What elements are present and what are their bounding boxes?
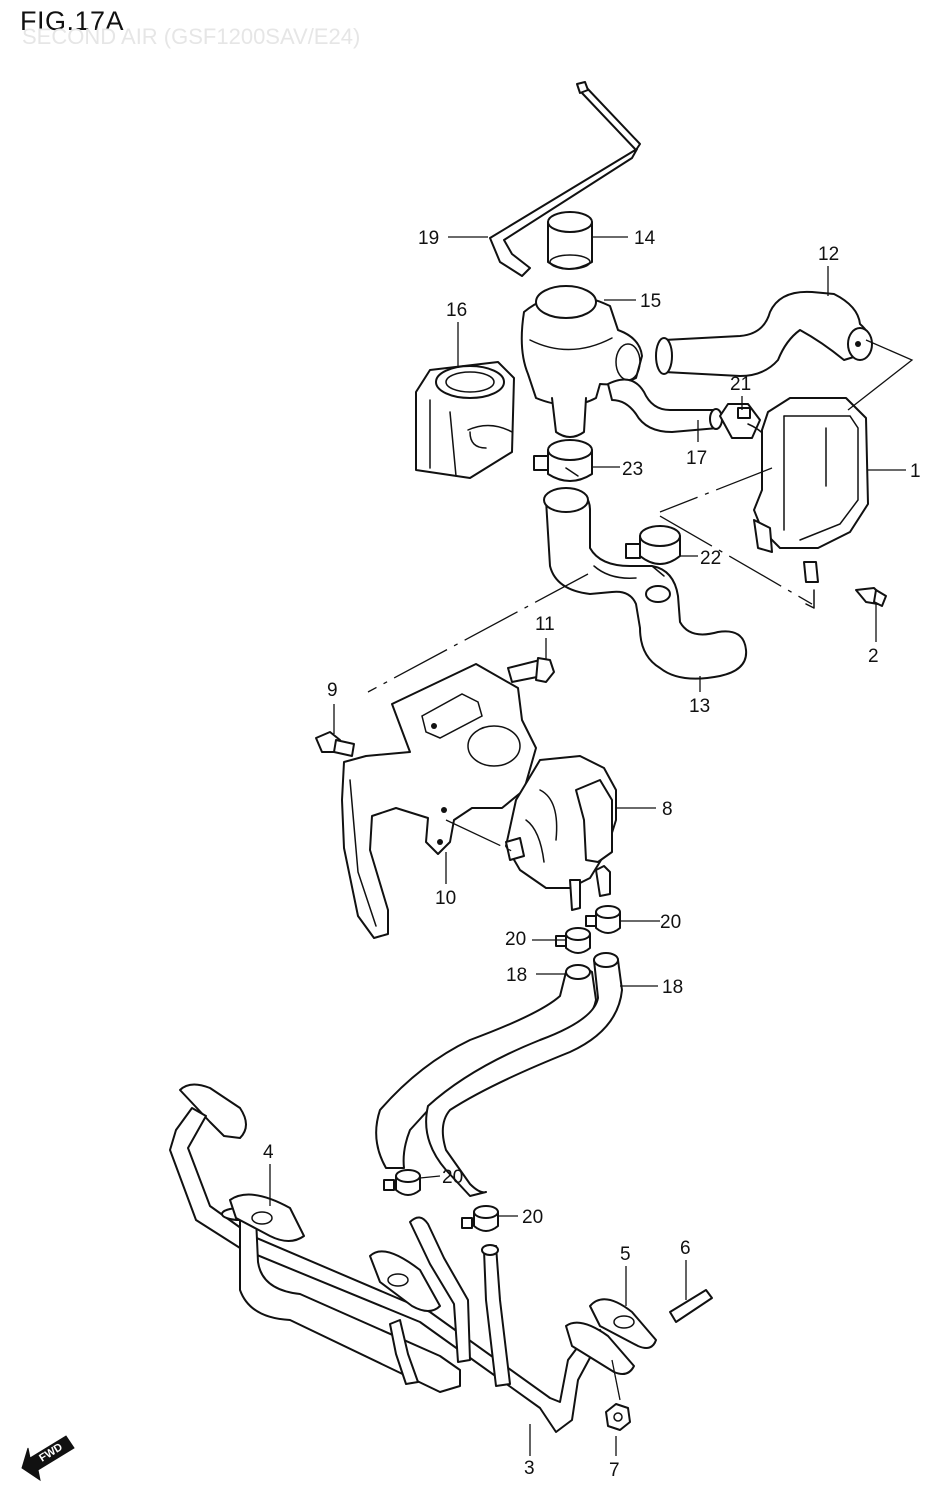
part-23-clamp (533, 439, 593, 482)
part-8-valve (505, 755, 617, 911)
part-15-valve (520, 285, 643, 438)
callout-17: 17 (686, 448, 707, 469)
callout-1: 1 (910, 461, 921, 482)
part-13-hose (543, 487, 748, 680)
part-2-bolt (855, 587, 887, 607)
part-9-bolt (315, 731, 355, 757)
callout-18-right: 18 (662, 977, 683, 998)
callout-12: 12 (818, 244, 839, 265)
part-18-hose-right (425, 952, 623, 1197)
part-7-nut (605, 1403, 631, 1431)
callout-7: 7 (609, 1460, 620, 1481)
callout-14: 14 (634, 228, 656, 249)
part-20-clamp-lower-right (461, 1205, 499, 1232)
part-12-hose (655, 290, 873, 377)
callout-8: 8 (662, 799, 673, 820)
part-10-bracket (341, 663, 537, 939)
callout-20-lower-right: 20 (522, 1207, 543, 1228)
callout-13: 13 (689, 696, 710, 717)
fwd-direction-badge: FWD (21, 1435, 75, 1482)
assembly-lines (367, 467, 815, 1401)
part-20-clamp-lower-left (383, 1169, 421, 1196)
part-19-hose (489, 81, 641, 277)
figure-title: FIG.17A (20, 6, 125, 36)
callout-16: 16 (446, 300, 467, 321)
part-11-bolt (507, 657, 555, 683)
part-20-clamp-upper-right (585, 905, 621, 934)
callout-11: 11 (535, 614, 555, 635)
callout-21: 21 (730, 374, 751, 395)
part-16-holder (415, 361, 515, 479)
callout-4: 4 (263, 1142, 274, 1163)
figure-subtitle: SECOND AIR (GSF1200SAV/E24) (22, 24, 361, 49)
part-14-cap (547, 211, 593, 270)
callout-18-left: 18 (506, 965, 527, 986)
callout-19: 19 (418, 228, 439, 249)
part-5-gasket (565, 1298, 657, 1375)
callout-22: 22 (700, 548, 721, 569)
part-1-cover (753, 397, 869, 583)
part-21-clamp (719, 403, 769, 441)
callout-20-upper-right: 20 (660, 912, 681, 933)
callout-15: 15 (640, 291, 661, 312)
callout-10: 10 (435, 888, 456, 909)
callout-labels: 1 2 3 4 5 6 7 8 9 10 11 12 13 14 15 16 1… (263, 228, 921, 1481)
callout-20-upper-left: 20 (505, 929, 526, 950)
leader-lines (269, 236, 914, 1456)
callout-5: 5 (620, 1244, 631, 1265)
part-22-clamp (625, 525, 681, 577)
callout-23: 23 (622, 459, 643, 480)
callout-9: 9 (327, 680, 338, 701)
callout-20-lower-left: 20 (442, 1167, 463, 1188)
part-17-hose (607, 378, 723, 433)
callout-6: 6 (680, 1238, 691, 1259)
callout-2: 2 (868, 646, 879, 667)
part-20-clamp-upper-left (555, 927, 591, 954)
callout-3: 3 (524, 1458, 535, 1479)
part-4-gasket (229, 1193, 441, 1312)
part-6-stud (669, 1289, 713, 1323)
part-3-pipe (169, 1083, 607, 1433)
